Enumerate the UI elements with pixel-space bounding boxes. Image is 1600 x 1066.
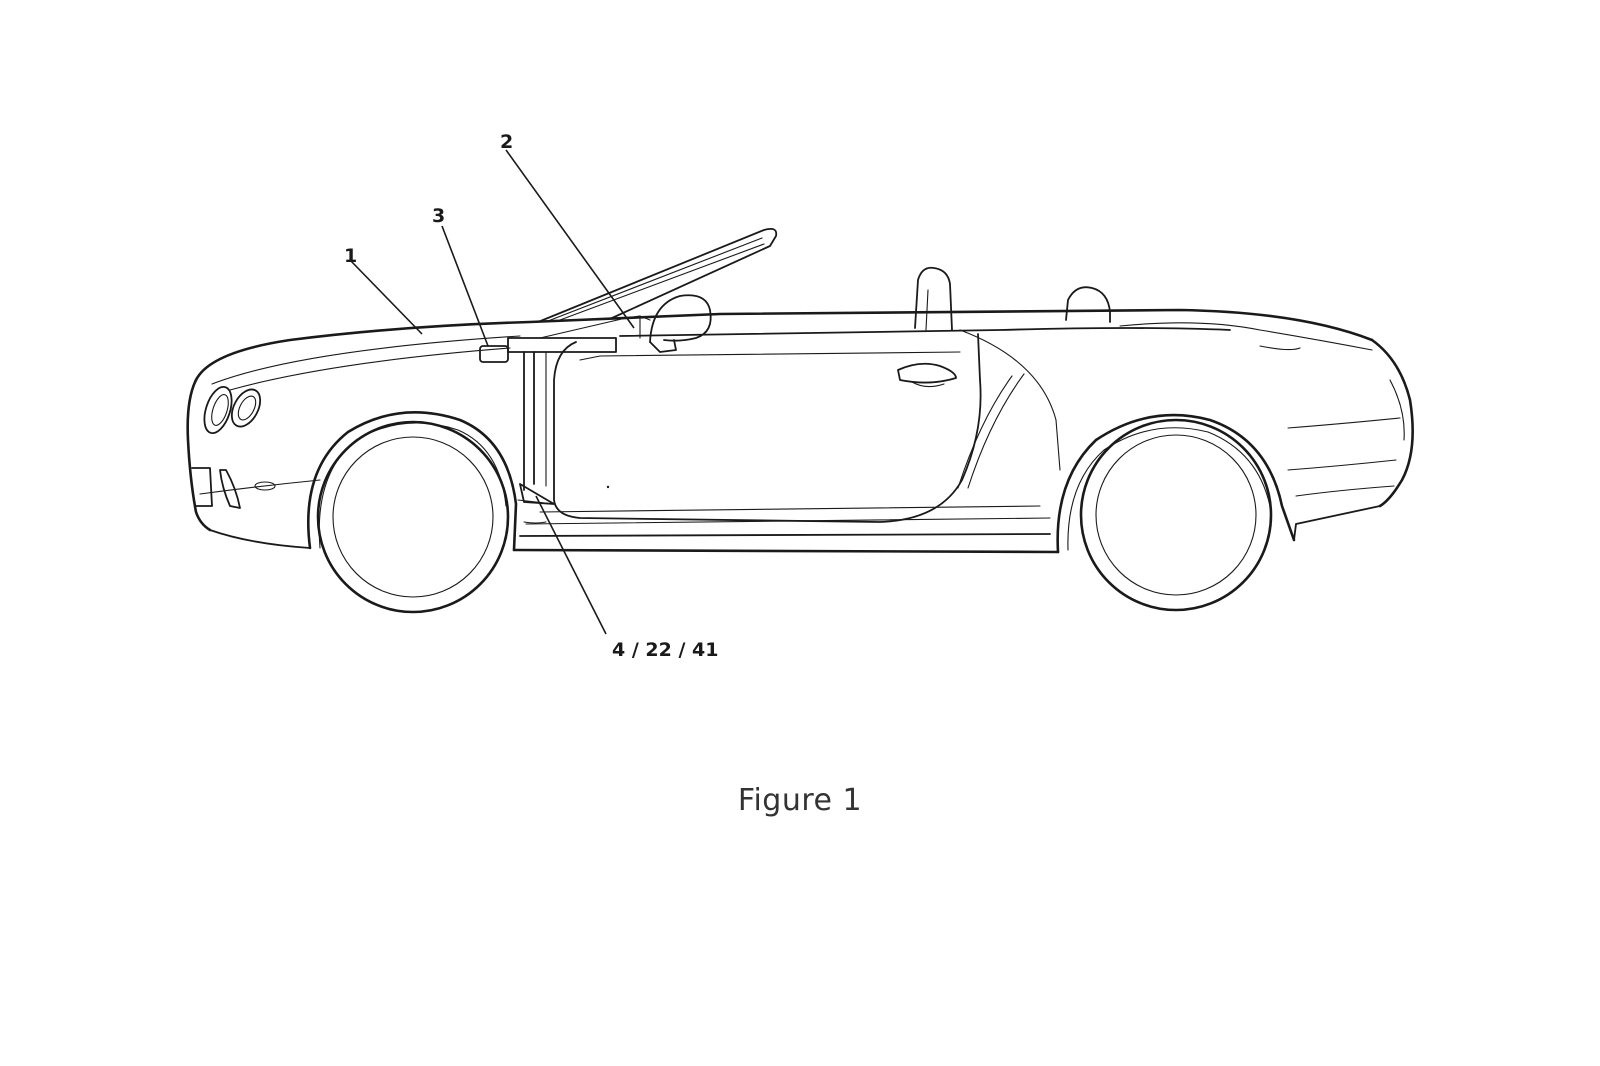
rear-wheel (1056, 413, 1296, 612)
door (553, 333, 982, 523)
convertible-car-drawing (186, 227, 1414, 614)
a-pillar-module (507, 315, 641, 491)
windshield (537, 227, 778, 323)
side-mirror (639, 294, 712, 353)
leader-line-2 (505, 149, 635, 329)
label-sill-component: 4 / 22 / 41 (612, 639, 718, 661)
label-windshield-sensor: 2 (500, 131, 513, 153)
figure-caption: Figure 1 (738, 783, 862, 818)
mirror-unit-component (479, 345, 509, 363)
front-headrest (914, 266, 953, 331)
label-mirror-unit: 3 (432, 205, 445, 227)
front-wheel (306, 411, 518, 614)
label-vehicle: 1 (344, 245, 357, 267)
reference-leaders (349, 149, 635, 635)
leader-line-1 (349, 259, 423, 335)
small-marker-dot (606, 485, 610, 489)
headlights (203, 385, 262, 435)
leader-line-3 (441, 225, 489, 347)
reference-labels: 1 2 3 4 / 22 / 41 (344, 131, 718, 661)
leader-line-4 (535, 495, 607, 635)
rear-headrest (1065, 286, 1111, 323)
car-body (186, 308, 1414, 554)
